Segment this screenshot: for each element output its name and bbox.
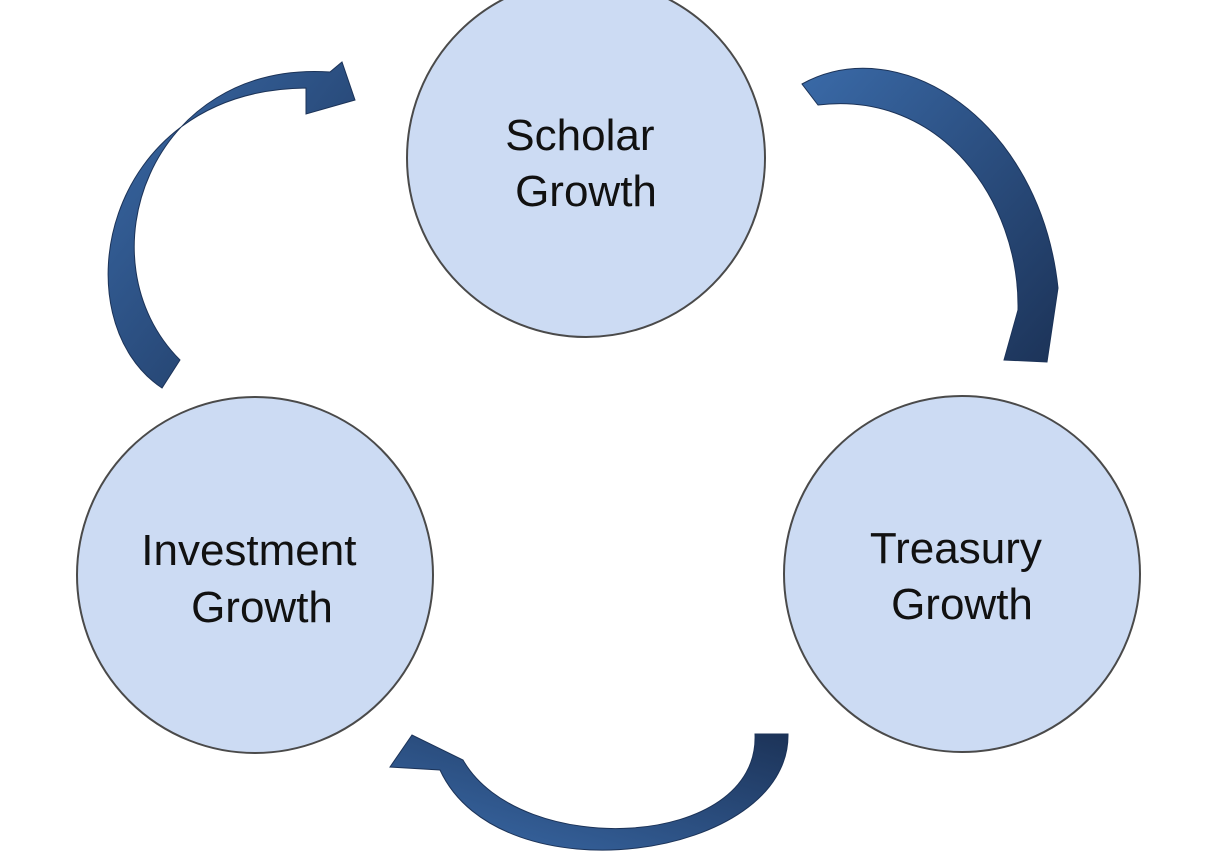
svg-text:Treasury Growth: Treasury Growth <box>870 524 1054 629</box>
node-label-line2: Growth <box>515 167 657 216</box>
node-label-line2: Growth <box>191 583 333 632</box>
node-label-line1: Scholar <box>505 111 654 160</box>
node-scholar-growth: Scholar Growth <box>406 0 766 338</box>
node-circle <box>76 396 434 754</box>
node-circle <box>406 0 766 338</box>
svg-text:Scholar Growth: Scholar Growth <box>505 111 666 216</box>
node-label-line2: Growth <box>891 580 1033 629</box>
arrow-investment-to-scholar <box>107 61 356 389</box>
arrow-scholar-to-treasury <box>801 67 1059 363</box>
node-circle <box>783 395 1141 753</box>
node-investment-growth: Investment Growth <box>76 396 434 754</box>
arrow-treasury-to-investment <box>389 733 789 851</box>
node-treasury-growth: Treasury Growth <box>783 395 1141 753</box>
node-label-line1: Treasury <box>870 524 1042 573</box>
node-label-line1: Investment <box>141 526 356 575</box>
svg-text:Investment Growth: Investment Growth <box>141 526 368 632</box>
